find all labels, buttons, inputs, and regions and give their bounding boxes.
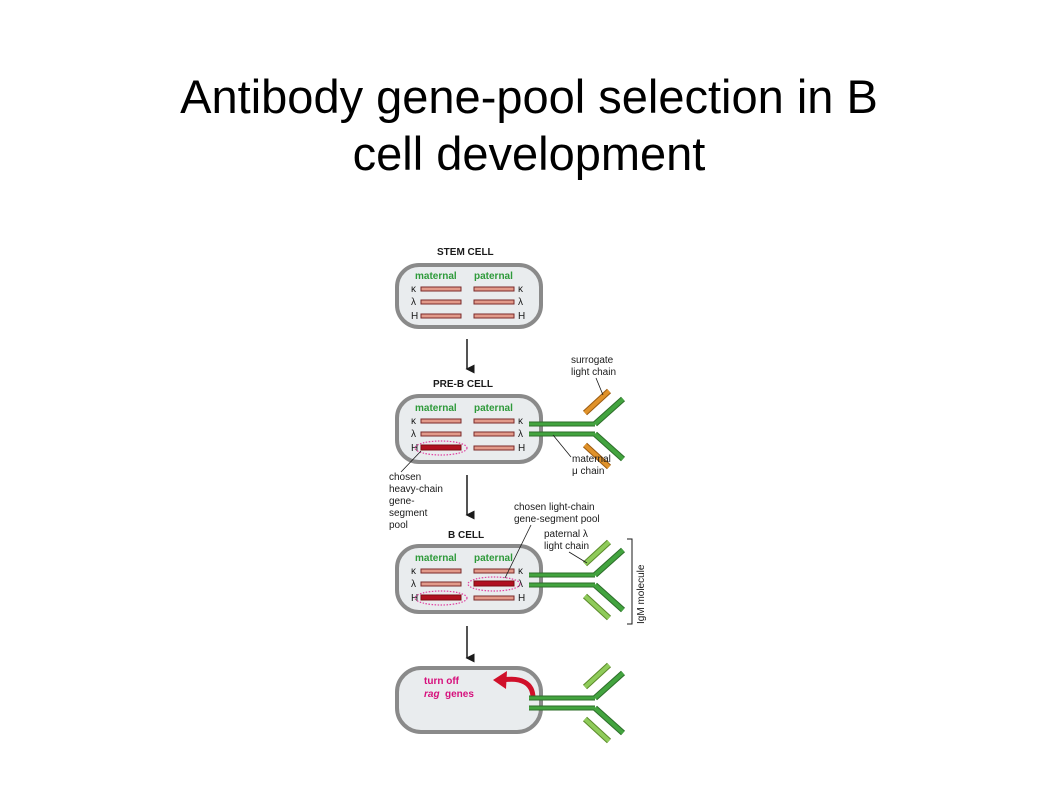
stem-lambda-left: λ xyxy=(411,297,416,308)
turn-off-arrow-shaft xyxy=(502,676,536,699)
annotation-maternal-mu-1: maternal xyxy=(572,454,611,465)
annotation-turn-off-1: turn off xyxy=(424,676,460,687)
stem-cell-membrane xyxy=(395,263,543,329)
preb-heavy-right: H xyxy=(518,443,525,454)
bcell-maternal-label: maternal xyxy=(415,553,457,564)
preb-kappa-right: κ xyxy=(518,416,524,427)
preb-gene-segments xyxy=(420,418,515,451)
bcell-lambda-selection-halo xyxy=(467,576,521,592)
bcell-kappa-right: κ xyxy=(518,566,524,577)
preb-paternal-label: paternal xyxy=(474,403,513,414)
preb-receptor xyxy=(529,388,625,470)
stem-kappa-right: κ xyxy=(518,284,524,295)
bcell-kappa-left: κ xyxy=(411,566,417,577)
bcell-paternal-label: paternal xyxy=(474,553,513,564)
bcell-gene-segments xyxy=(420,568,515,601)
bcell-chosen-lambda-segment xyxy=(473,580,515,587)
preb-chosen-heavy-segment xyxy=(420,444,462,451)
annotation-paternal-lambda-1: paternal λ xyxy=(544,529,588,540)
annotation-heavy-pool-5: pool xyxy=(389,520,408,531)
pointer-paternal-lambda xyxy=(568,551,588,564)
annotation-light-pool-2: gene-segment pool xyxy=(514,514,600,525)
annotation-heavy-pool-4: segment xyxy=(389,508,428,519)
title-line-1: Antibody gene-pool selection in B xyxy=(180,70,878,123)
stem-paternal-label: paternal xyxy=(474,271,513,282)
pointer-surrogate xyxy=(595,377,604,396)
annotation-turn-off-2: rag xyxy=(424,689,440,700)
turn-off-arrow-head xyxy=(493,671,507,689)
annotation-light-pool-1: chosen light-chain xyxy=(514,502,595,513)
bcell-igm-receptor xyxy=(529,539,625,621)
preb-maternal-label: maternal xyxy=(415,403,457,414)
mature-igm-receptor xyxy=(529,662,625,744)
bcell-heavy-selection-halo xyxy=(414,590,468,606)
stem-gene-segments xyxy=(420,286,515,319)
igm-bracket xyxy=(627,538,633,625)
pointer-light-pool xyxy=(504,524,532,579)
stem-heavy-left: H xyxy=(411,311,418,322)
bcell-heavy-right: H xyxy=(518,593,525,604)
annotation-maternal-mu-2: μ chain xyxy=(572,466,604,477)
stage-label-preb: PRE-B CELL xyxy=(433,379,493,390)
annotation-heavy-pool-2: heavy-chain xyxy=(389,484,443,495)
annotation-surrogate-2: light chain xyxy=(571,367,616,378)
b-cell-development-diagram: STEM CELL maternal paternal κ λ H κ λ H … xyxy=(381,243,663,748)
title-line-2: cell development xyxy=(352,127,706,180)
preb-heavy-selection-halo xyxy=(414,440,468,456)
pointer-heavy-pool xyxy=(400,450,422,473)
preb-kappa-left: κ xyxy=(411,416,417,427)
annotation-paternal-lambda-2: light chain xyxy=(544,541,589,552)
stem-heavy-right: H xyxy=(518,311,525,322)
pointer-maternal-mu xyxy=(552,434,572,458)
stem-kappa-left: κ xyxy=(411,284,417,295)
bcell-lambda-left: λ xyxy=(411,579,416,590)
annotation-igm: IgM molecule xyxy=(636,564,647,624)
annotation-heavy-pool-1: chosen xyxy=(389,472,421,483)
preb-lambda-left: λ xyxy=(411,429,416,440)
stage-label-bcell: B CELL xyxy=(448,530,484,541)
annotation-surrogate-1: surrogate xyxy=(571,355,614,366)
stem-maternal-label: maternal xyxy=(415,271,457,282)
stem-lambda-right: λ xyxy=(518,297,523,308)
slide-title: Antibody gene-pool selection in B cell d… xyxy=(0,68,1058,182)
annotation-heavy-pool-3: gene- xyxy=(389,496,415,507)
stage-label-stem: STEM CELL xyxy=(437,247,494,258)
annotation-turn-off-3: genes xyxy=(445,689,474,700)
bcell-chosen-heavy-segment xyxy=(420,594,462,601)
preb-lambda-right: λ xyxy=(518,429,523,440)
